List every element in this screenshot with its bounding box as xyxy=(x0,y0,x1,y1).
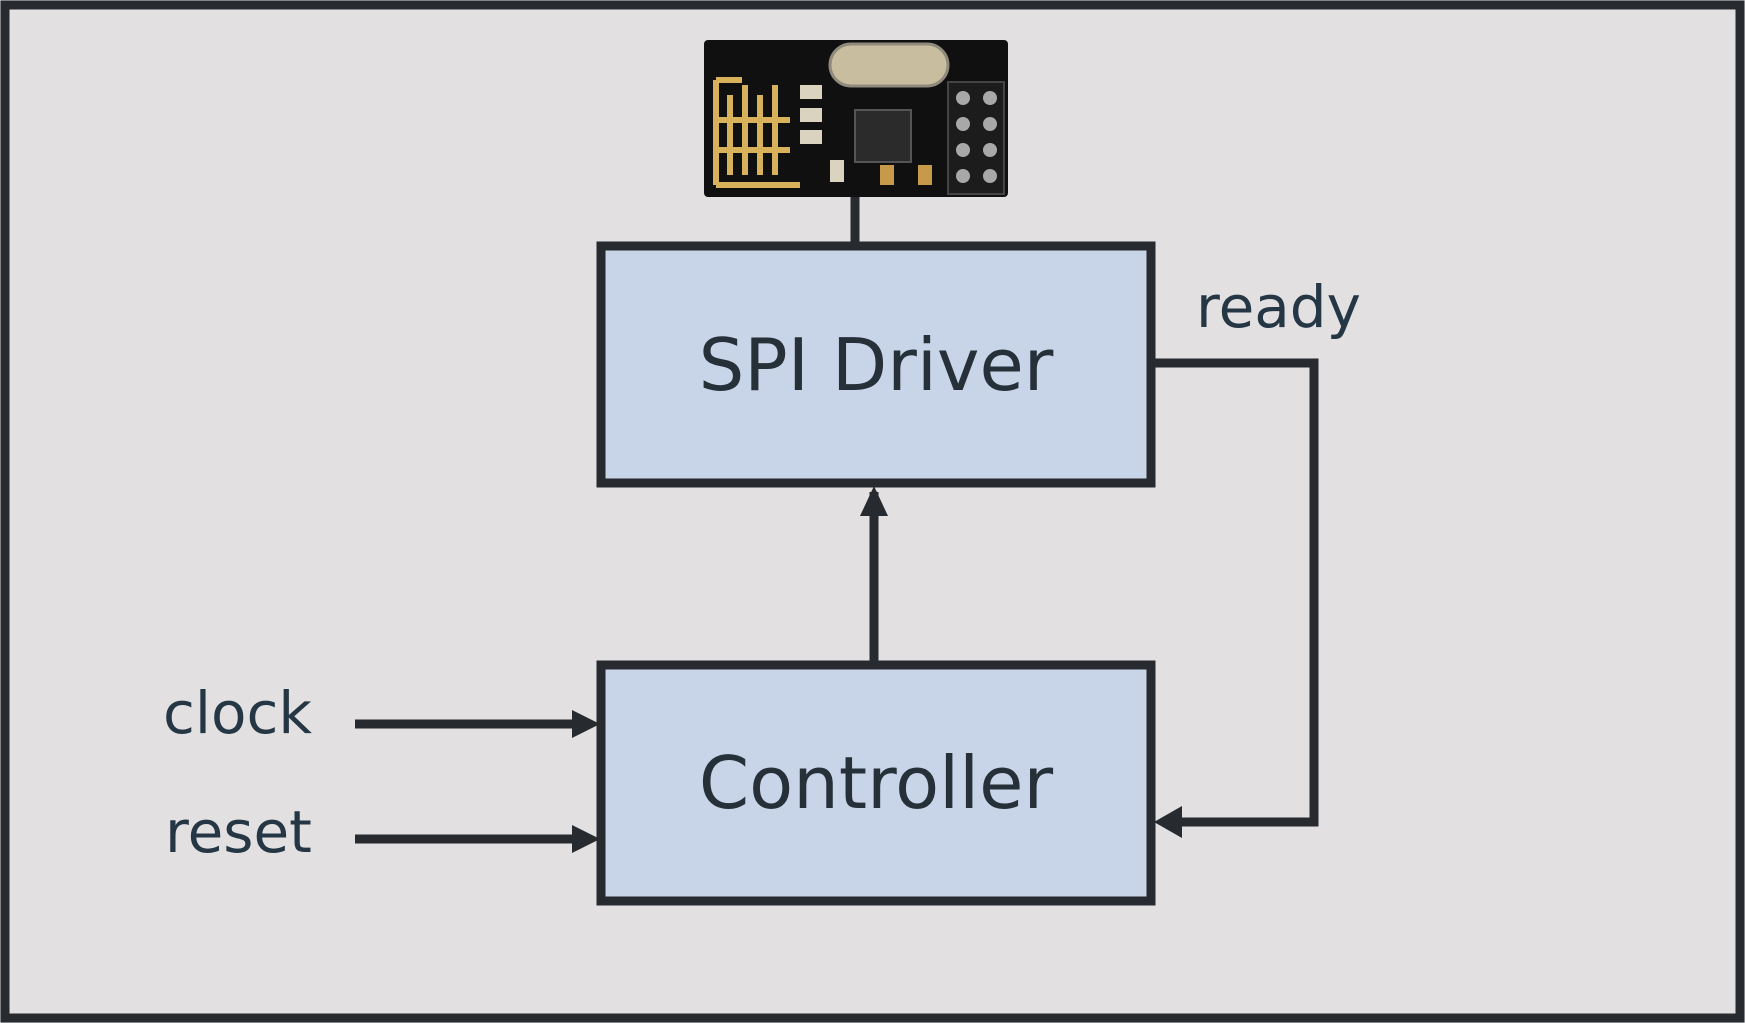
clock-label: clock xyxy=(163,679,312,747)
spi-driver-label: SPI Driver xyxy=(699,323,1054,407)
reset-label: reset xyxy=(165,798,312,866)
spi-driver-block: SPI Driver xyxy=(596,241,1156,488)
nrf24l01-module-image xyxy=(704,40,1008,197)
ready-label: ready xyxy=(1196,273,1361,341)
controller-label: Controller xyxy=(699,741,1054,825)
ready-feedback-line xyxy=(1151,358,1319,827)
controller-block: Controller xyxy=(596,660,1156,906)
